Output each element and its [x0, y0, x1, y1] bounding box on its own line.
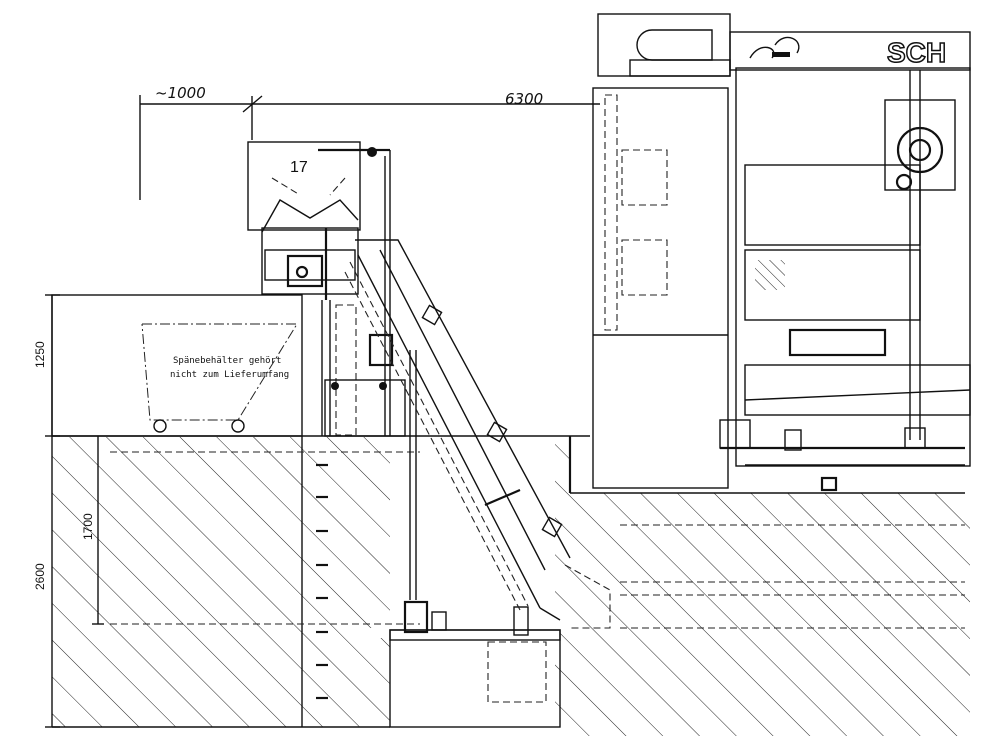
- container-note-line-1: Spänebehälter gehört: [173, 356, 281, 366]
- machine-lettering: SCH: [887, 37, 946, 68]
- dimension-overall: 6300: [505, 90, 543, 108]
- wall-anchors: [316, 463, 328, 700]
- container-note-line-2: nicht zum Lieferumfang: [170, 370, 289, 380]
- chip-container: [51, 294, 303, 437]
- manufacturer-logo: [749, 36, 800, 59]
- ground-hatching: [52, 437, 970, 736]
- position-number-17: 17: [290, 159, 308, 176]
- dimension-top-left: ~1000: [155, 84, 206, 102]
- dimension-2600: 2600: [33, 563, 47, 590]
- floor-lines: [52, 435, 965, 728]
- filter-unit: [247, 141, 406, 437]
- dimension-1700: 1700: [81, 513, 95, 540]
- dimension-1250: 1250: [33, 341, 47, 368]
- inclined-conveyor: [344, 239, 611, 629]
- coolant-tank: [389, 350, 561, 728]
- machine-tool: [592, 13, 971, 492]
